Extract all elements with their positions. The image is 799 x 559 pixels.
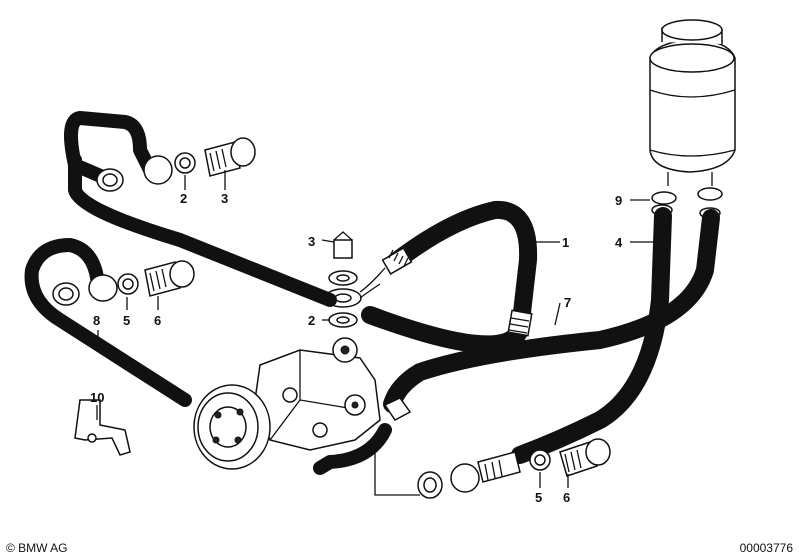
callout-10: 10 bbox=[90, 390, 104, 405]
callout-5-bottom: 5 bbox=[535, 490, 542, 505]
fluid-reservoir bbox=[649, 19, 736, 219]
callout-8: 8 bbox=[93, 313, 100, 328]
callout-3-top: 3 bbox=[221, 191, 228, 206]
bracket-10 bbox=[74, 399, 131, 456]
pipe-left bbox=[24, 238, 195, 407]
callout-9: 9 bbox=[615, 193, 622, 208]
callout-1: 1 bbox=[562, 235, 569, 250]
copyright-text: © BMW AG bbox=[6, 541, 68, 555]
pressure-hose-1 bbox=[359, 201, 538, 354]
callout-3-center: 3 bbox=[308, 234, 315, 249]
callout-6-bottom: 6 bbox=[563, 490, 570, 505]
callout-2-center: 2 bbox=[308, 313, 315, 328]
pipe-top-left bbox=[64, 111, 337, 307]
steering-pump bbox=[193, 337, 412, 475]
return-hose-7 bbox=[383, 209, 720, 413]
callout-5-left: 5 bbox=[123, 313, 130, 328]
bottom-fittings bbox=[374, 438, 611, 499]
callout-2-top: 2 bbox=[180, 191, 187, 206]
callout-7: 7 bbox=[564, 295, 571, 310]
callout-6-left: 6 bbox=[154, 313, 161, 328]
return-hose-4 bbox=[511, 207, 672, 464]
callout-4: 4 bbox=[615, 235, 623, 250]
diagram-id: 00003776 bbox=[739, 541, 793, 555]
leader-lines bbox=[96, 170, 655, 488]
